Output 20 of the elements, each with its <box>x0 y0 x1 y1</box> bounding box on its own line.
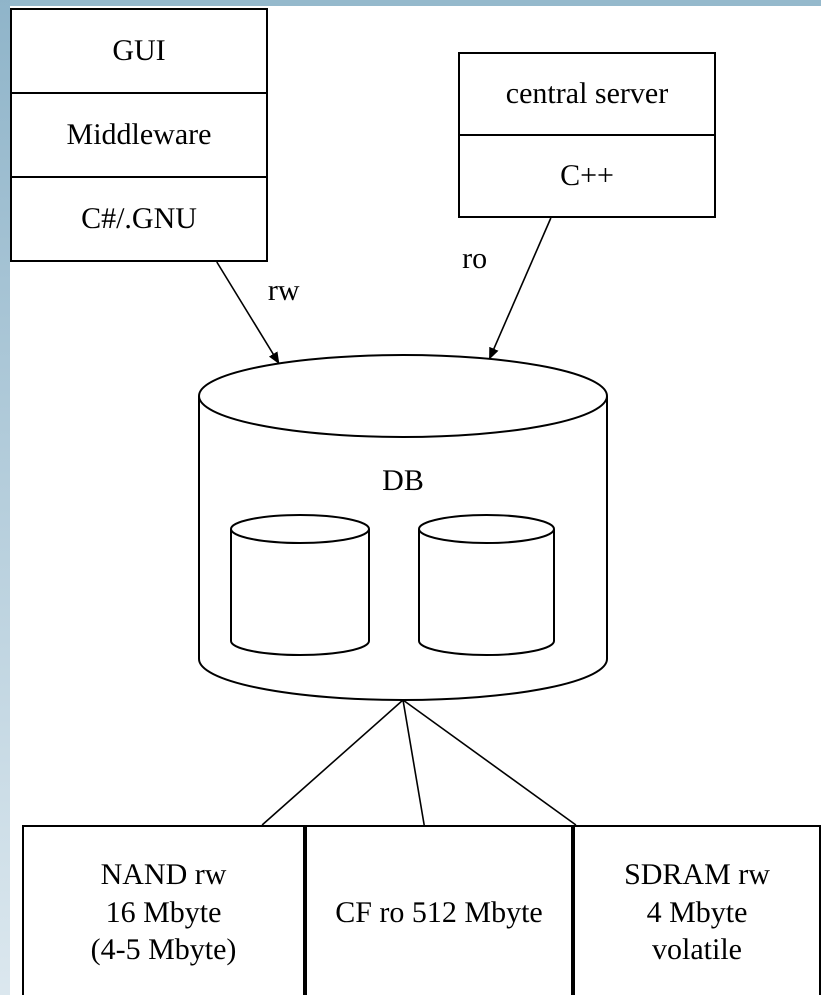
record-box <box>458 52 716 218</box>
node-label: central server <box>506 76 668 112</box>
node-label: DB <box>381 463 425 499</box>
arrow <box>216 262 280 364</box>
node-label: GUI <box>112 33 166 70</box>
connector-line <box>262 699 404 826</box>
record-box <box>305 825 573 995</box>
connector-line <box>402 699 576 826</box>
node-label: C#/.GNU <box>81 201 197 238</box>
database-cylinder <box>198 355 608 700</box>
arrow <box>488 218 552 360</box>
record-box <box>10 8 268 262</box>
record-box <box>22 825 305 995</box>
node-label: CF ro 512 Mbyte <box>335 894 543 931</box>
record-box <box>573 825 821 995</box>
node-label: Middleware <box>66 117 212 154</box>
node-label: NAND rw 16 Mbyte (4-5 Mbyte) <box>90 857 238 968</box>
node-label: SDRAM rw 4 Mbyte volatile <box>623 857 771 968</box>
node-label: C++ <box>560 158 614 194</box>
connector-line <box>402 700 425 826</box>
